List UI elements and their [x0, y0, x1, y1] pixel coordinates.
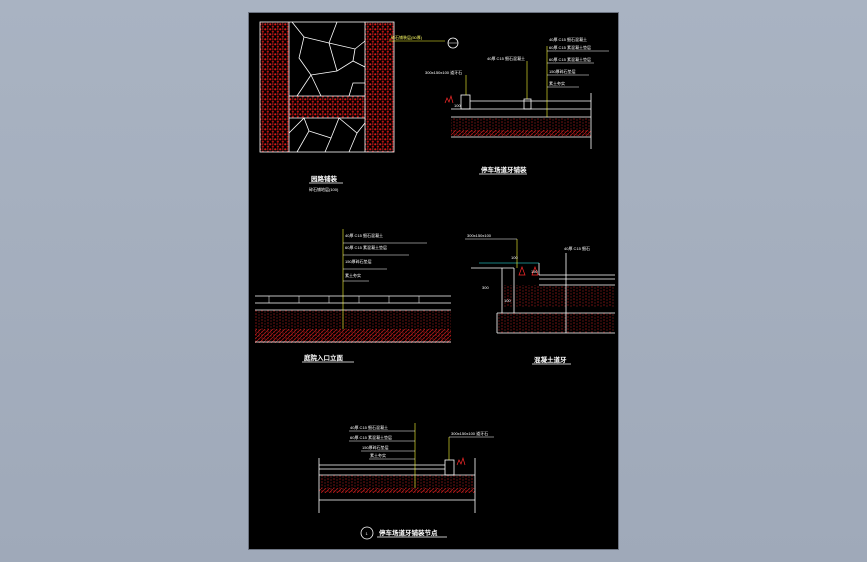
callout-entrance-4: 素土夯实 — [345, 272, 361, 278]
callout-entrance-3: 150厚碎石垫层 — [345, 258, 372, 264]
detail-symbol-label: 1 — [366, 531, 369, 536]
drawing-sheet: 碎石铺装层(50厚) 园路铺装 碎石铺地层(100) 300x150x100 道… — [249, 13, 618, 549]
detail-symbol-circle — [360, 526, 374, 540]
callout-curb-stone: 300x150x100 道牙石 — [425, 69, 462, 75]
title-concrete-curb: 混凝土道牙 — [534, 355, 567, 364]
detail-paving-plan: 碎石铺装层(50厚) — [259, 21, 459, 153]
cad-drawing: 碎石铺装层(50厚) 园路铺装 碎石铺地层(100) 300x150x100 道… — [255, 21, 615, 540]
callout-curb-5: 40厚 C15 细石混凝土 — [487, 55, 525, 61]
title-paving-plan: 园路铺装 — [311, 174, 338, 183]
callout-node-3: 150厚碎石垫层 — [362, 444, 389, 450]
detail-entrance-section: 40厚 C15 细石混凝土 60厚 C15 素混凝土垫层 150厚碎石垫层 素土… — [255, 229, 451, 343]
dim-concrete-4: 150 — [531, 269, 538, 274]
callout-curb-3: 60厚 C15 素混凝土垫层 — [549, 56, 591, 62]
dim-concrete-3: 100 — [504, 298, 511, 303]
dim-concrete-1: 100 — [511, 255, 518, 260]
callout-node-4: 素土夯实 — [370, 452, 386, 458]
title-parking-node: 停车场道牙铺装节点 — [379, 528, 438, 537]
callout-entrance-2: 60厚 C15 素混凝土垫层 — [345, 244, 387, 250]
detail-concrete-curb: 300x150x100 40厚 C15 细石 100 300 100 150 — [465, 233, 615, 334]
subtitle-paving-plan: 碎石铺地层(100) — [309, 186, 339, 192]
callout-curb-1: 40厚 C15 细石混凝土 — [549, 36, 587, 42]
callout-plan: 碎石铺装层(50厚) — [391, 34, 423, 40]
callout-curb-6: 素土夯实 — [549, 80, 565, 86]
callout-node-2: 60厚 C15 素混凝土垫层 — [350, 434, 392, 440]
dim-concrete-2: 300 — [482, 285, 489, 290]
callout-node-1: 40厚 C15 细石混凝土 — [350, 424, 388, 430]
title-curb-section: 停车场道牙铺装 — [481, 165, 527, 174]
detail-curb-section: 300x150x100 道牙石 40厚 C15 细石混凝土 40厚 C15 细石… — [425, 36, 609, 149]
callout-concrete-2: 40厚 C15 细石 — [564, 245, 590, 251]
callout-node-5: 300x150x100 道牙石 — [451, 430, 488, 436]
callout-entrance-1: 40厚 C15 细石混凝土 — [345, 232, 383, 238]
callout-curb-2: 60厚 C15 素混凝土垫层 — [549, 44, 591, 50]
callout-curb-4: 150厚碎石垫层 — [549, 68, 576, 74]
detail-parking-curb-node: 40厚 C15 细石混凝土 60厚 C15 素混凝土垫层 150厚碎石垫层 素土… — [318, 423, 494, 513]
title-entrance: 庭院入口立面 — [304, 353, 344, 362]
curb-dim: 100 — [454, 103, 461, 108]
callout-concrete-1: 300x150x100 — [467, 233, 492, 238]
